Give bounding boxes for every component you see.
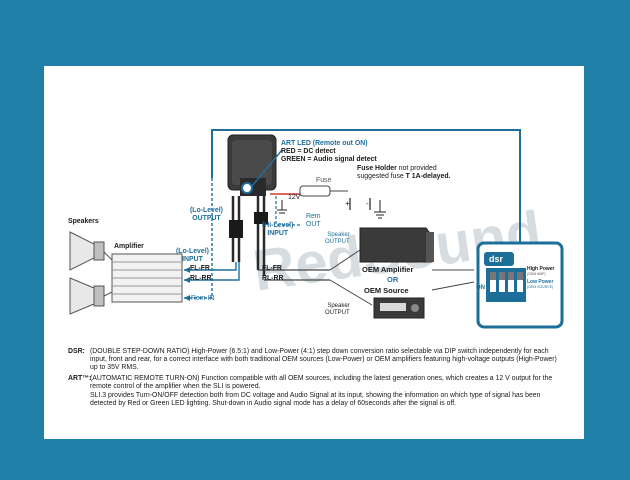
dsr-arrows bbox=[431, 269, 475, 291]
art-led-red: RED = DC detect bbox=[281, 148, 336, 155]
remote-loop-wire bbox=[211, 129, 521, 258]
ground-symbol-2 bbox=[277, 200, 287, 214]
battery-icon: + - bbox=[345, 198, 371, 210]
hi-level-connector bbox=[254, 212, 268, 224]
dsr-note-text: (DOUBLE STEP-DOWN RATIO) High-Power (6.5… bbox=[90, 348, 557, 372]
oem-source-radio-icon bbox=[373, 297, 425, 319]
art-led-green: GREEN = Audio signal detect bbox=[281, 156, 377, 163]
dsr-dip-switch-panel bbox=[476, 241, 564, 329]
speaker-output-label-1: Speaker OUTPUT bbox=[325, 232, 350, 245]
lo-level-signal-lines bbox=[184, 178, 240, 299]
signal-arrows bbox=[184, 267, 190, 301]
oem-source-label: OEM Source bbox=[364, 286, 409, 295]
art-note-text-1: (AUTOMATIC REMOTE TURN-ON) Function comp… bbox=[90, 375, 553, 391]
led-pointer-line bbox=[251, 149, 283, 187]
svg-text:-: - bbox=[366, 199, 369, 208]
art-led-icon bbox=[241, 182, 253, 194]
fuse-icon bbox=[299, 185, 331, 197]
amplifier-icon bbox=[111, 253, 183, 303]
ground-symbol bbox=[374, 200, 386, 219]
oem-amplifier-icon bbox=[359, 227, 434, 263]
lo-level-output-label: (Lo-Level) OUTPUT bbox=[190, 207, 223, 222]
lo-level-input-label: (Lo-Level) INPUT bbox=[176, 248, 209, 263]
fuse-holder-text1: not provided bbox=[396, 165, 437, 172]
speakers-label: Speakers bbox=[68, 218, 99, 225]
rca-plug bbox=[229, 220, 243, 238]
speaker-output-connections bbox=[329, 249, 373, 306]
fuse-holder-text2: suggested fuse bbox=[357, 173, 406, 180]
fl-fr-label-2: FL-FR bbox=[262, 265, 282, 272]
svg-text:+: + bbox=[345, 199, 350, 208]
fuse-label: Fuse bbox=[316, 177, 332, 184]
low-power-label: Low Power bbox=[527, 279, 554, 285]
dsr-note-label: DSR: bbox=[68, 348, 85, 355]
low-power-sub: (OEM SOURCE) bbox=[527, 285, 554, 289]
rem-out-label: Rem OUT bbox=[306, 213, 321, 228]
fuse-holder-bold2: T 1A-delayed. bbox=[405, 173, 451, 180]
hi-level-input-label: (Hi-Level) INPUT bbox=[262, 222, 294, 237]
speaker-bottom-icon bbox=[69, 277, 105, 315]
art-led-title: ART LED (Remote out ON) bbox=[281, 140, 368, 147]
or-label: OR bbox=[387, 275, 399, 284]
fuse-holder-note: Fuse Holder not provided bbox=[357, 165, 437, 173]
amplifier-label: Amplifier bbox=[114, 243, 144, 250]
speaker-top-icon bbox=[69, 231, 105, 271]
hi-level-input-lines bbox=[258, 269, 330, 281]
speaker-output-label-2: Speaker OUTPUT bbox=[325, 303, 350, 316]
art-note-text-2: SLI.3 provides Turn-ON/OFF detection bot… bbox=[90, 392, 541, 408]
fl-fr-label-1: FL-FR bbox=[190, 265, 210, 272]
dip-on-label: ON bbox=[476, 285, 485, 291]
fuse-holder-note-2: suggested fuse T 1A-delayed. bbox=[357, 173, 450, 181]
oem-amplifier-label: OEM Amplifier bbox=[362, 265, 414, 274]
art-note-label: ART™: bbox=[68, 375, 92, 382]
voltage-label: 12V bbox=[288, 194, 301, 201]
high-power-sub: (OEM AMP) bbox=[527, 272, 546, 276]
rem-in-label: Rem IN bbox=[191, 295, 215, 302]
dsr-badge: dsr bbox=[489, 254, 504, 264]
speaker-wire-top bbox=[103, 251, 113, 261]
rem-out-wire bbox=[275, 196, 300, 226]
fuse-holder-bold: Fuse Holder bbox=[357, 165, 397, 172]
speaker-wire-bottom bbox=[103, 291, 113, 297]
high-power-label: High Power bbox=[527, 266, 555, 272]
dsr-power-legend: High Power (OEM AMP) Low Power (OEM SOUR… bbox=[527, 266, 561, 290]
rl-rr-label-2: RL-RR bbox=[262, 275, 284, 282]
rl-rr-label-1: RL-RR bbox=[190, 275, 212, 282]
